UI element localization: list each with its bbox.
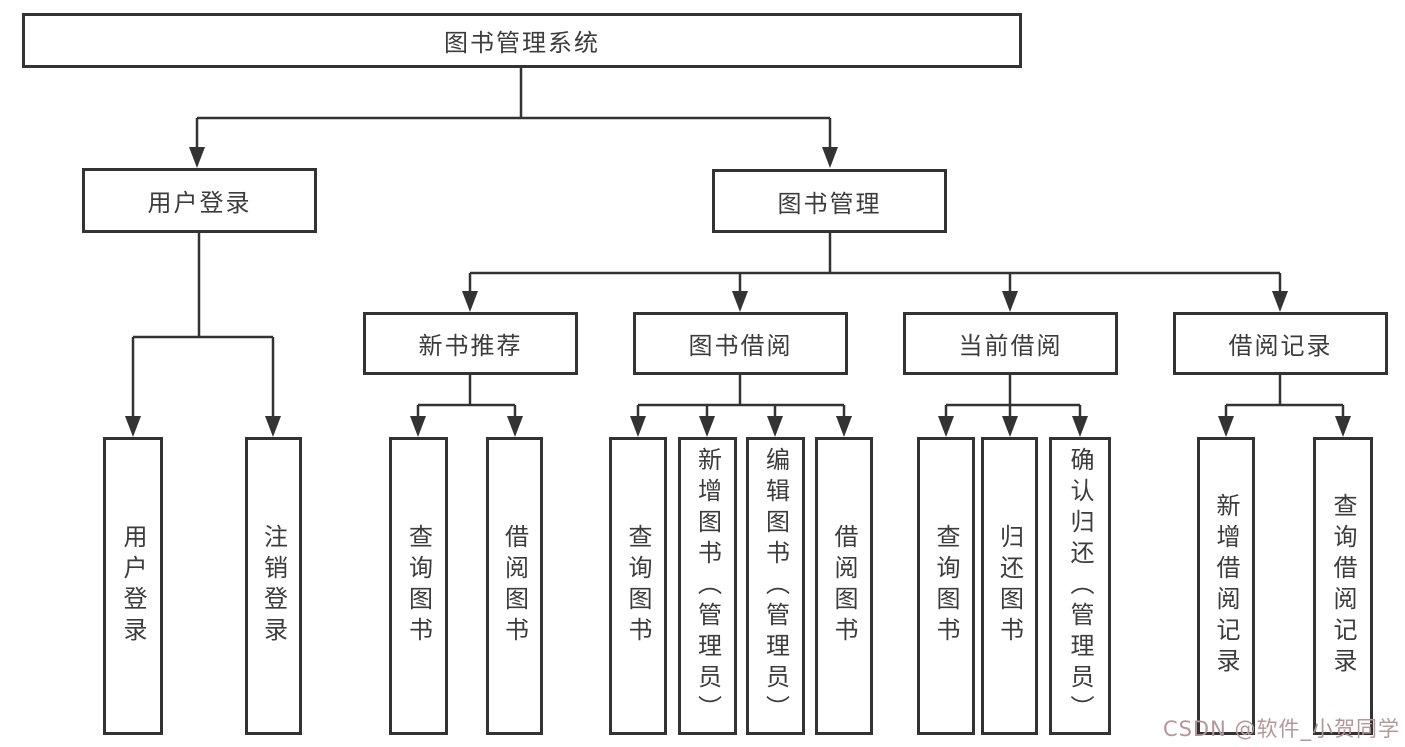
- leaf-query-books-borrow: 查询图书: [609, 437, 667, 735]
- leaf-return-books: 归还图书: [981, 437, 1038, 735]
- arrowhead: [1218, 416, 1234, 437]
- arrowhead: [507, 416, 523, 437]
- connector-path: [636, 375, 846, 417]
- node-user-login: 用户登录: [82, 168, 317, 233]
- arrowhead: [1002, 291, 1018, 312]
- node-borrow-records: 借阅记录: [1173, 312, 1388, 375]
- arrowhead: [189, 147, 205, 168]
- node-book-management: 图书管理: [712, 169, 947, 233]
- edge-book-management-children: [462, 233, 1288, 312]
- edge-current-borrow-children: [938, 375, 1088, 437]
- leaf-borrow-books-recommend: 借阅图书: [486, 437, 543, 735]
- arrowhead: [732, 291, 748, 312]
- arrowhead: [125, 416, 141, 437]
- arrowhead: [938, 416, 954, 437]
- leaf-confirm-return-admin: 确认归还（管理员）: [1049, 437, 1111, 735]
- arrowhead: [822, 147, 838, 168]
- arrowhead: [462, 291, 478, 312]
- leaf-query-borrow-record: 查询借阅记录: [1313, 437, 1373, 735]
- connector-path: [468, 233, 1282, 292]
- arrowhead: [699, 416, 715, 437]
- arrowhead: [836, 416, 852, 437]
- arrowhead: [410, 416, 426, 437]
- arrowhead: [265, 416, 281, 437]
- leaf-add-books-admin: 新增图书（管理员）: [678, 437, 737, 735]
- arrowhead: [1335, 416, 1351, 437]
- leaf-query-books-recommend: 查询图书: [389, 437, 448, 735]
- leaf-query-books-current: 查询图书: [917, 437, 975, 735]
- node-current-borrow: 当前借阅: [903, 312, 1118, 375]
- arrowhead: [767, 416, 783, 437]
- arrowhead: [630, 416, 646, 437]
- node-new-book-recommend: 新书推荐: [363, 312, 578, 375]
- edge-new-book-recommend-children: [410, 375, 523, 437]
- node-book-borrow: 图书借阅: [633, 312, 848, 375]
- arrowhead: [1272, 291, 1288, 312]
- arrowhead: [1072, 416, 1088, 437]
- leaf-edit-books-admin: 编辑图书（管理员）: [746, 437, 805, 735]
- csdn-watermark: CSDN @软件_小贺同学: [1162, 717, 1400, 741]
- leaf-add-borrow-record: 新增借阅记录: [1197, 437, 1255, 735]
- edge-borrow-records-children: [1218, 375, 1351, 437]
- edge-user-login-children: [125, 233, 281, 437]
- edge-root-to-level2: [189, 68, 838, 168]
- edge-book-borrow-children: [630, 375, 852, 437]
- connector-path: [195, 68, 832, 148]
- leaf-logout: 注销登录: [245, 437, 302, 735]
- connector-path: [944, 375, 1082, 417]
- connector-path: [131, 233, 275, 417]
- arrowhead: [1002, 416, 1018, 437]
- leaf-borrow-books: 借阅图书: [815, 437, 873, 735]
- node-library-management-system: 图书管理系统: [22, 13, 1022, 68]
- leaf-user-login: 用户登录: [103, 437, 163, 735]
- connector-path: [1224, 375, 1345, 417]
- connector-path: [416, 375, 517, 417]
